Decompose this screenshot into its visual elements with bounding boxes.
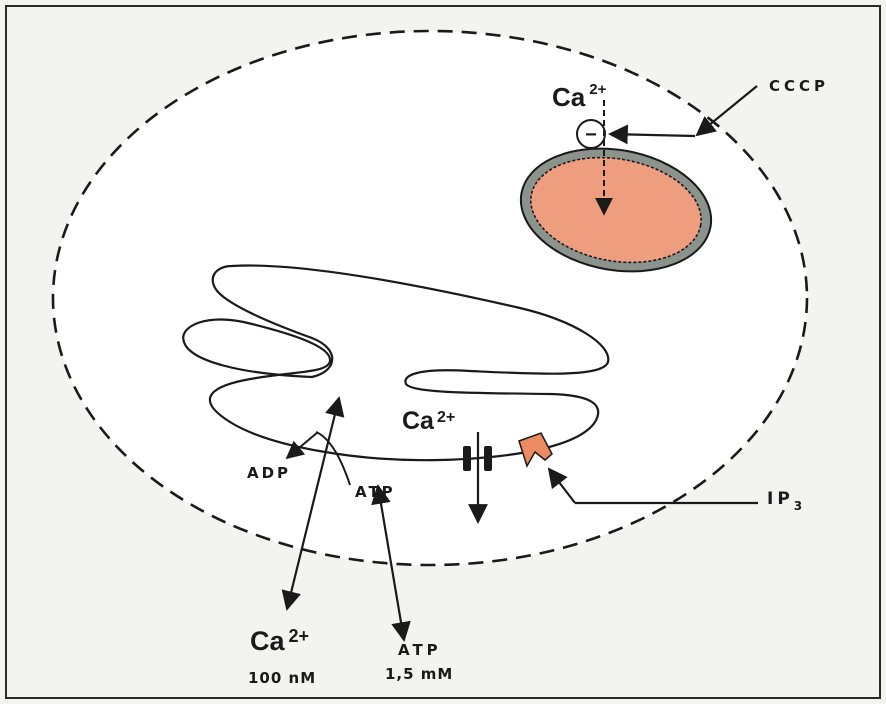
ca-concentration-label: 100 nM: [248, 669, 316, 687]
inhibition-minus: −: [585, 124, 597, 146]
adp-label: ADP: [247, 464, 291, 482]
atp-inner-label: ATP: [355, 483, 396, 501]
atp-bottom-label: ATP: [398, 641, 442, 659]
atp-concentration-label: 1,5 mM: [385, 665, 453, 683]
cccp-label: CCCP: [769, 77, 829, 95]
